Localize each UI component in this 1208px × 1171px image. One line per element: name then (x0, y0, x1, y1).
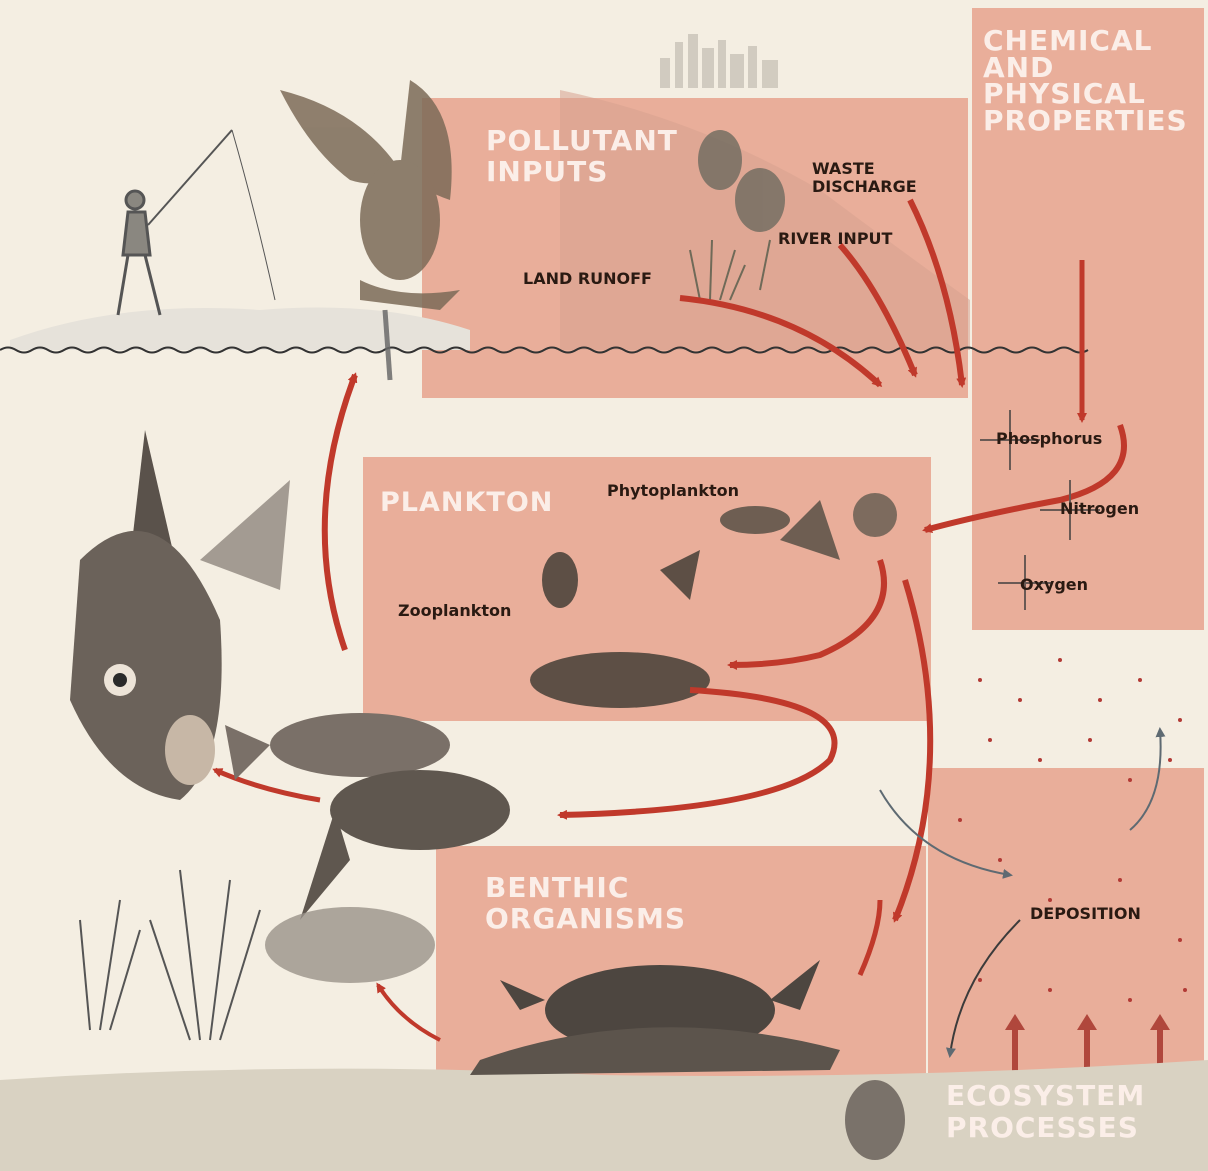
plankton-title: PLANKTON (380, 488, 553, 518)
small-fish-icon (225, 713, 510, 983)
river-input-label: RIVER INPUT (778, 230, 892, 248)
sediment-return-arrow (950, 920, 1020, 1055)
seagrass-icon (80, 870, 260, 1040)
fish-up-to-osprey-arrow (325, 375, 355, 650)
city-skyline-icon (660, 34, 778, 88)
pollutant-inputs-title: POLLUTANT INPUTS (486, 125, 678, 188)
benthic-side-arrow (860, 900, 880, 975)
phosphorus-label: Phosphorus (996, 430, 1102, 448)
fisherman-icon (118, 130, 275, 315)
zooplankton-icon (530, 550, 710, 708)
plankton-to-benthic-arrow (895, 580, 930, 920)
phyto-to-zoo-arrow (730, 560, 884, 665)
nitrogen-label: Nitrogen (1060, 500, 1139, 518)
crab-icon (470, 960, 840, 1075)
phytoplankton-icon (720, 493, 897, 560)
deposition-arrow (880, 790, 1010, 875)
small-fish-to-large-fish-arrow (215, 770, 320, 800)
zooplankton-label: Zooplankton (398, 602, 511, 620)
chemical-physical-title: CHEMICAL AND PHYSICAL PROPERTIES (983, 28, 1188, 134)
benthic-to-fish-arrow (378, 985, 440, 1040)
oxygen-label: Oxygen (1020, 576, 1088, 594)
ecosystem-title: ECOSYSTEM PROCESSES (946, 1080, 1145, 1144)
land-runoff-label: LAND RUNOFF (523, 270, 652, 288)
benthic-title: BENTHIC ORGANISMS (485, 872, 686, 935)
waste-discharge-label: WASTE DISCHARGE (812, 160, 917, 197)
plankton-to-fish-arrow (560, 690, 835, 815)
deposition-label: DEPOSITION (1030, 905, 1141, 923)
shore-land (10, 308, 470, 351)
phytoplankton-label: Phytoplankton (607, 482, 739, 500)
clam-icon (845, 1080, 905, 1160)
upward-gray-arrow (1130, 730, 1161, 830)
